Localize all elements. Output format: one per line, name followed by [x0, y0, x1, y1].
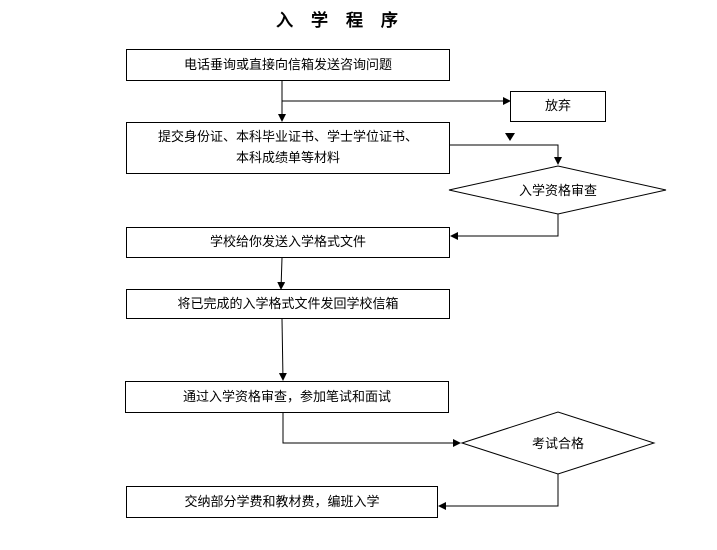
consult-step-label: 电话垂询或直接向信箱发送咨询问题 — [183, 57, 392, 73]
arrow-exam-to-passed — [282, 413, 461, 447]
school-sends-forms-box: 学校给你发送入学格式文件 — [126, 227, 450, 258]
exam-step-label: 通过入学资格审查，参加笔试和面试 — [182, 389, 391, 405]
return-forms-label: 将已完成的入学格式文件发回学校信箱 — [177, 296, 399, 312]
submit-materials-line-2: 本科成绩单等材料 — [235, 151, 340, 166]
exam-passed-label: 考试合格 — [531, 437, 584, 452]
stray-arrowhead — [505, 133, 515, 141]
school-sends-forms-label: 学校给你发送入学格式文件 — [209, 235, 366, 250]
page-title: 入 学 程 序 — [276, 11, 404, 31]
return-forms-box: 将已完成的入学格式文件发回学校信箱 — [126, 289, 450, 319]
arrow-review-to-forms — [450, 214, 559, 240]
qualification-review-label: 入学资格审查 — [518, 184, 597, 199]
arrow-forms-to-return — [277, 257, 286, 290]
submit-materials-box: 提交身份证、本科毕业证书、学士学位证书、 本科成绩单等材料 — [126, 122, 450, 174]
enroll-step-box: 交纳部分学费和教材费，编班入学 — [126, 486, 438, 518]
submit-materials-line-1: 提交身份证、本科毕业证书、学士学位证书、 — [157, 130, 418, 145]
exam-step-box: 通过入学资格审查，参加笔试和面试 — [125, 381, 449, 413]
give-up-label: 放弃 — [544, 99, 571, 114]
arrow-passed-to-enroll — [438, 474, 559, 510]
consult-step-box: 电话垂询或直接向信箱发送咨询问题 — [126, 49, 450, 81]
give-up-box: 放弃 — [510, 91, 606, 122]
arrow-submit-to-review — [450, 144, 562, 165]
exam-passed-diamond — [460, 411, 656, 475]
enroll-step-label: 交纳部分学费和教材费，编班入学 — [184, 494, 380, 510]
arrow-return-to-exam — [278, 318, 287, 381]
qualification-review-diamond — [448, 165, 667, 215]
